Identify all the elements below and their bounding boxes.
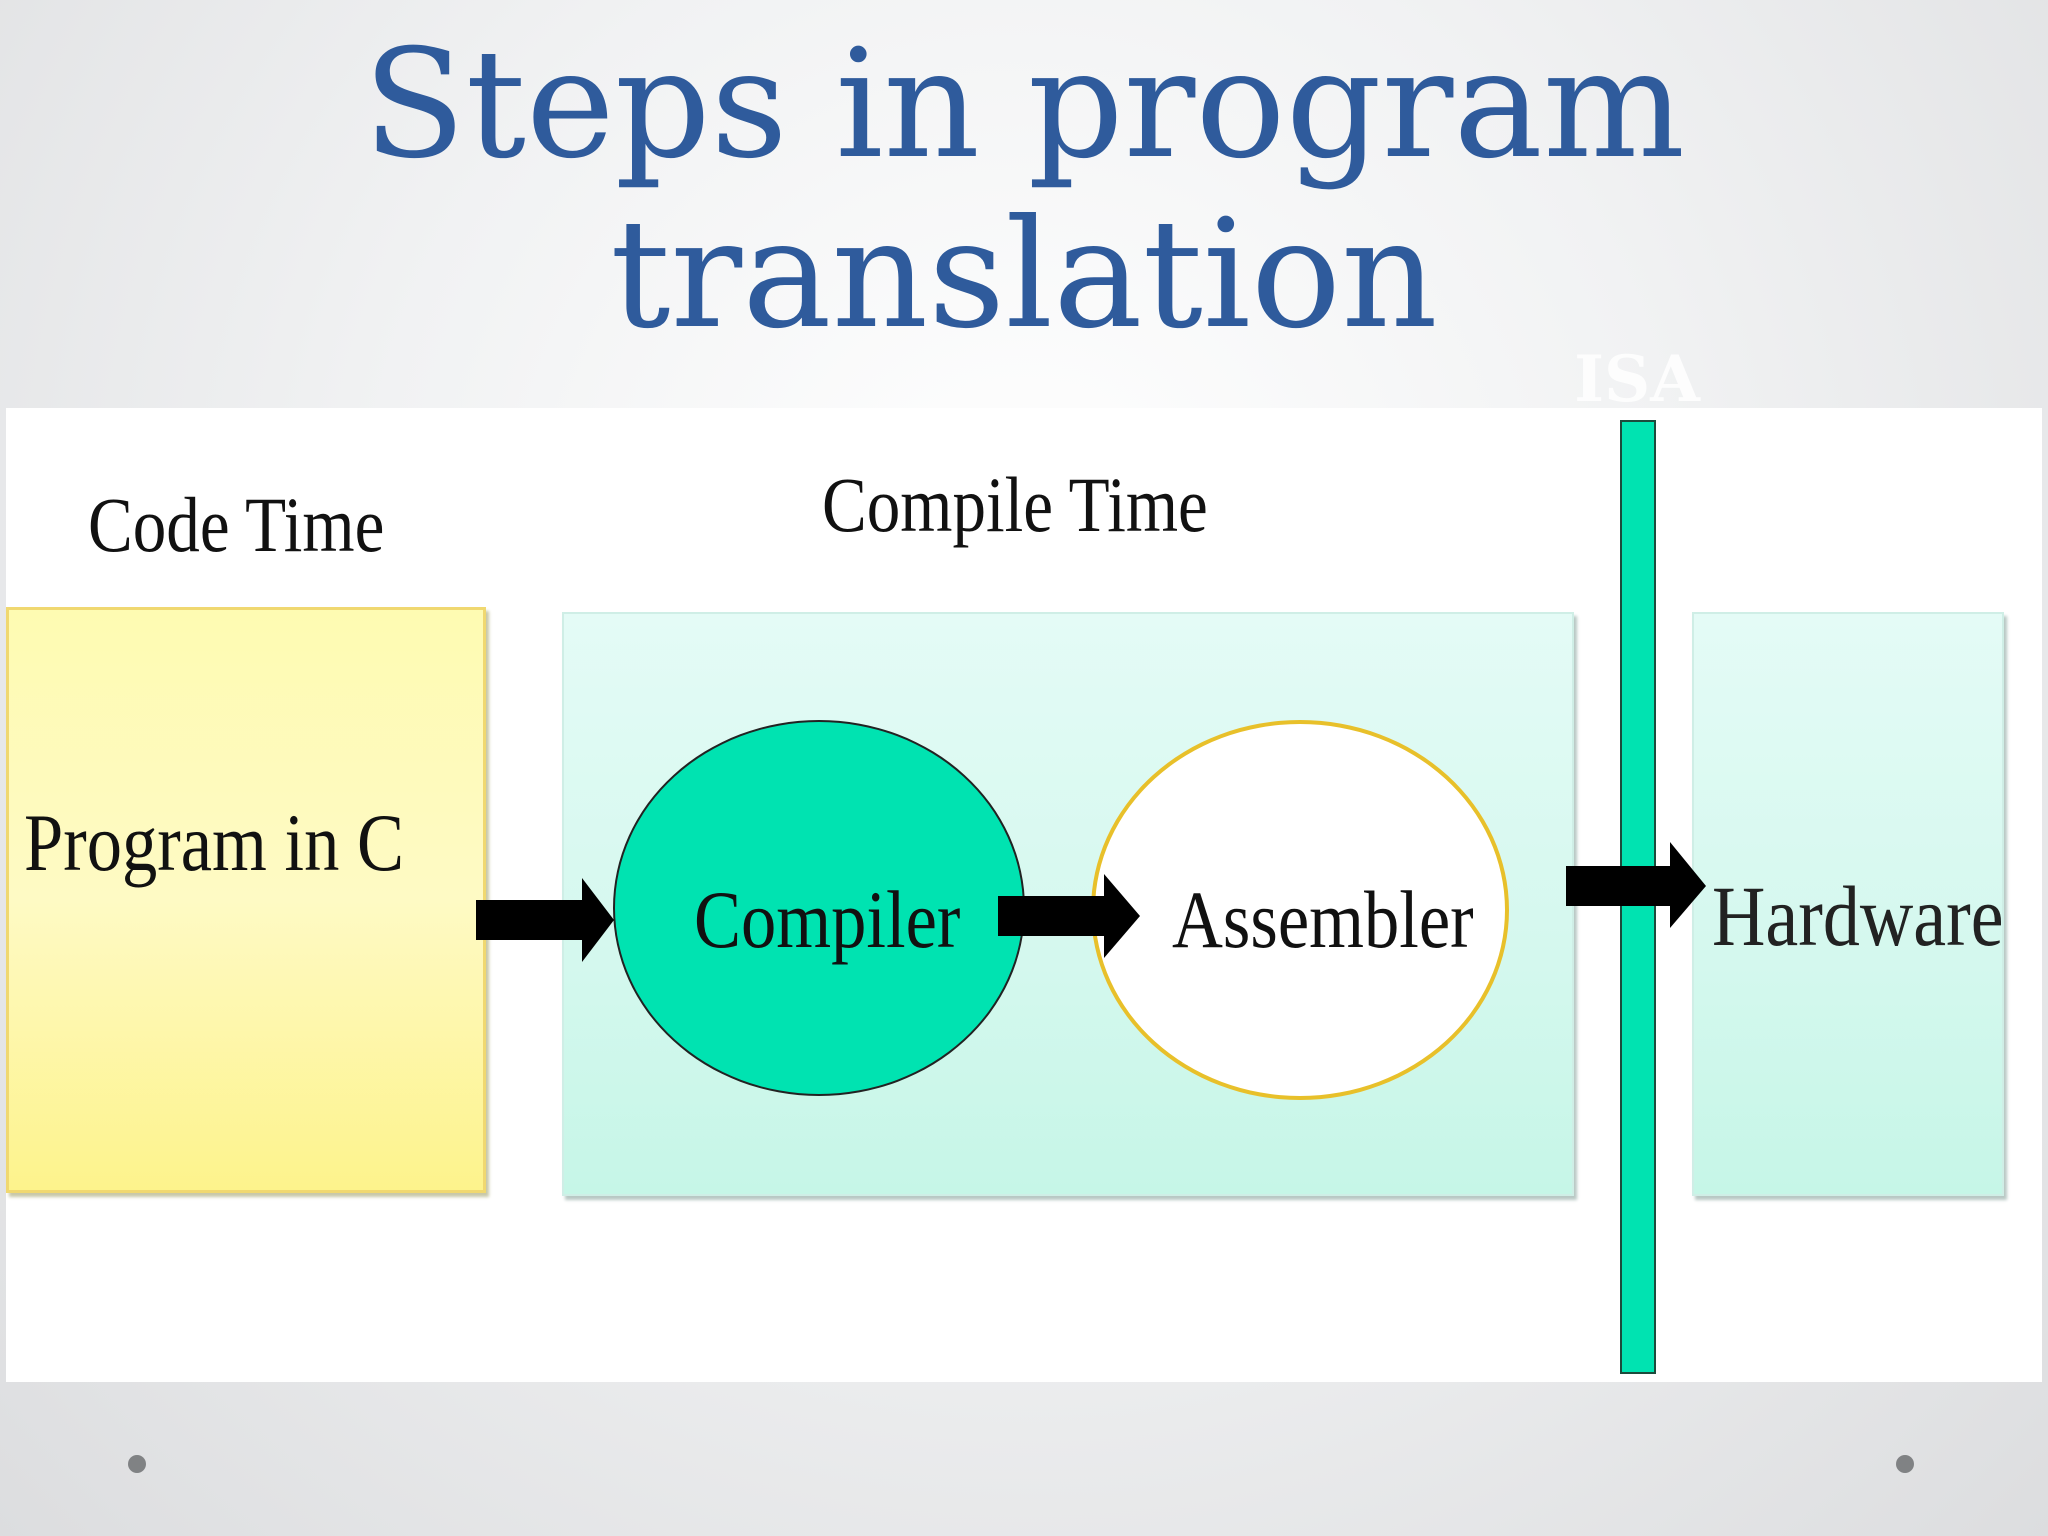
arrow-assembler-to-hardware-icon xyxy=(1566,842,1706,928)
isa-label: ISA xyxy=(1574,342,1700,417)
compiler-label: Compiler xyxy=(694,874,961,965)
arrow-compiler-to-assembler-icon xyxy=(998,874,1140,958)
code-time-heading: Code Time xyxy=(88,481,385,568)
code-time-box xyxy=(6,607,486,1193)
slide-title-line-1: Steps in program xyxy=(362,18,1686,192)
hardware-label: Hardware xyxy=(1712,868,2004,964)
slide-bullet-right xyxy=(1896,1455,1914,1473)
compile-time-heading: Compile Time xyxy=(822,461,1208,548)
arrow-program-to-compiler-icon xyxy=(476,878,614,962)
compiler-node xyxy=(613,720,1025,1096)
slide-bullet-left xyxy=(128,1455,146,1473)
slide-title: Steps in program translation xyxy=(0,20,2048,360)
program-in-c-label: Program in C xyxy=(24,797,405,888)
slide-title-line-2: translation xyxy=(610,188,1438,362)
hardware-box xyxy=(1692,612,2004,1196)
assembler-label: Assembler xyxy=(1172,874,1474,965)
